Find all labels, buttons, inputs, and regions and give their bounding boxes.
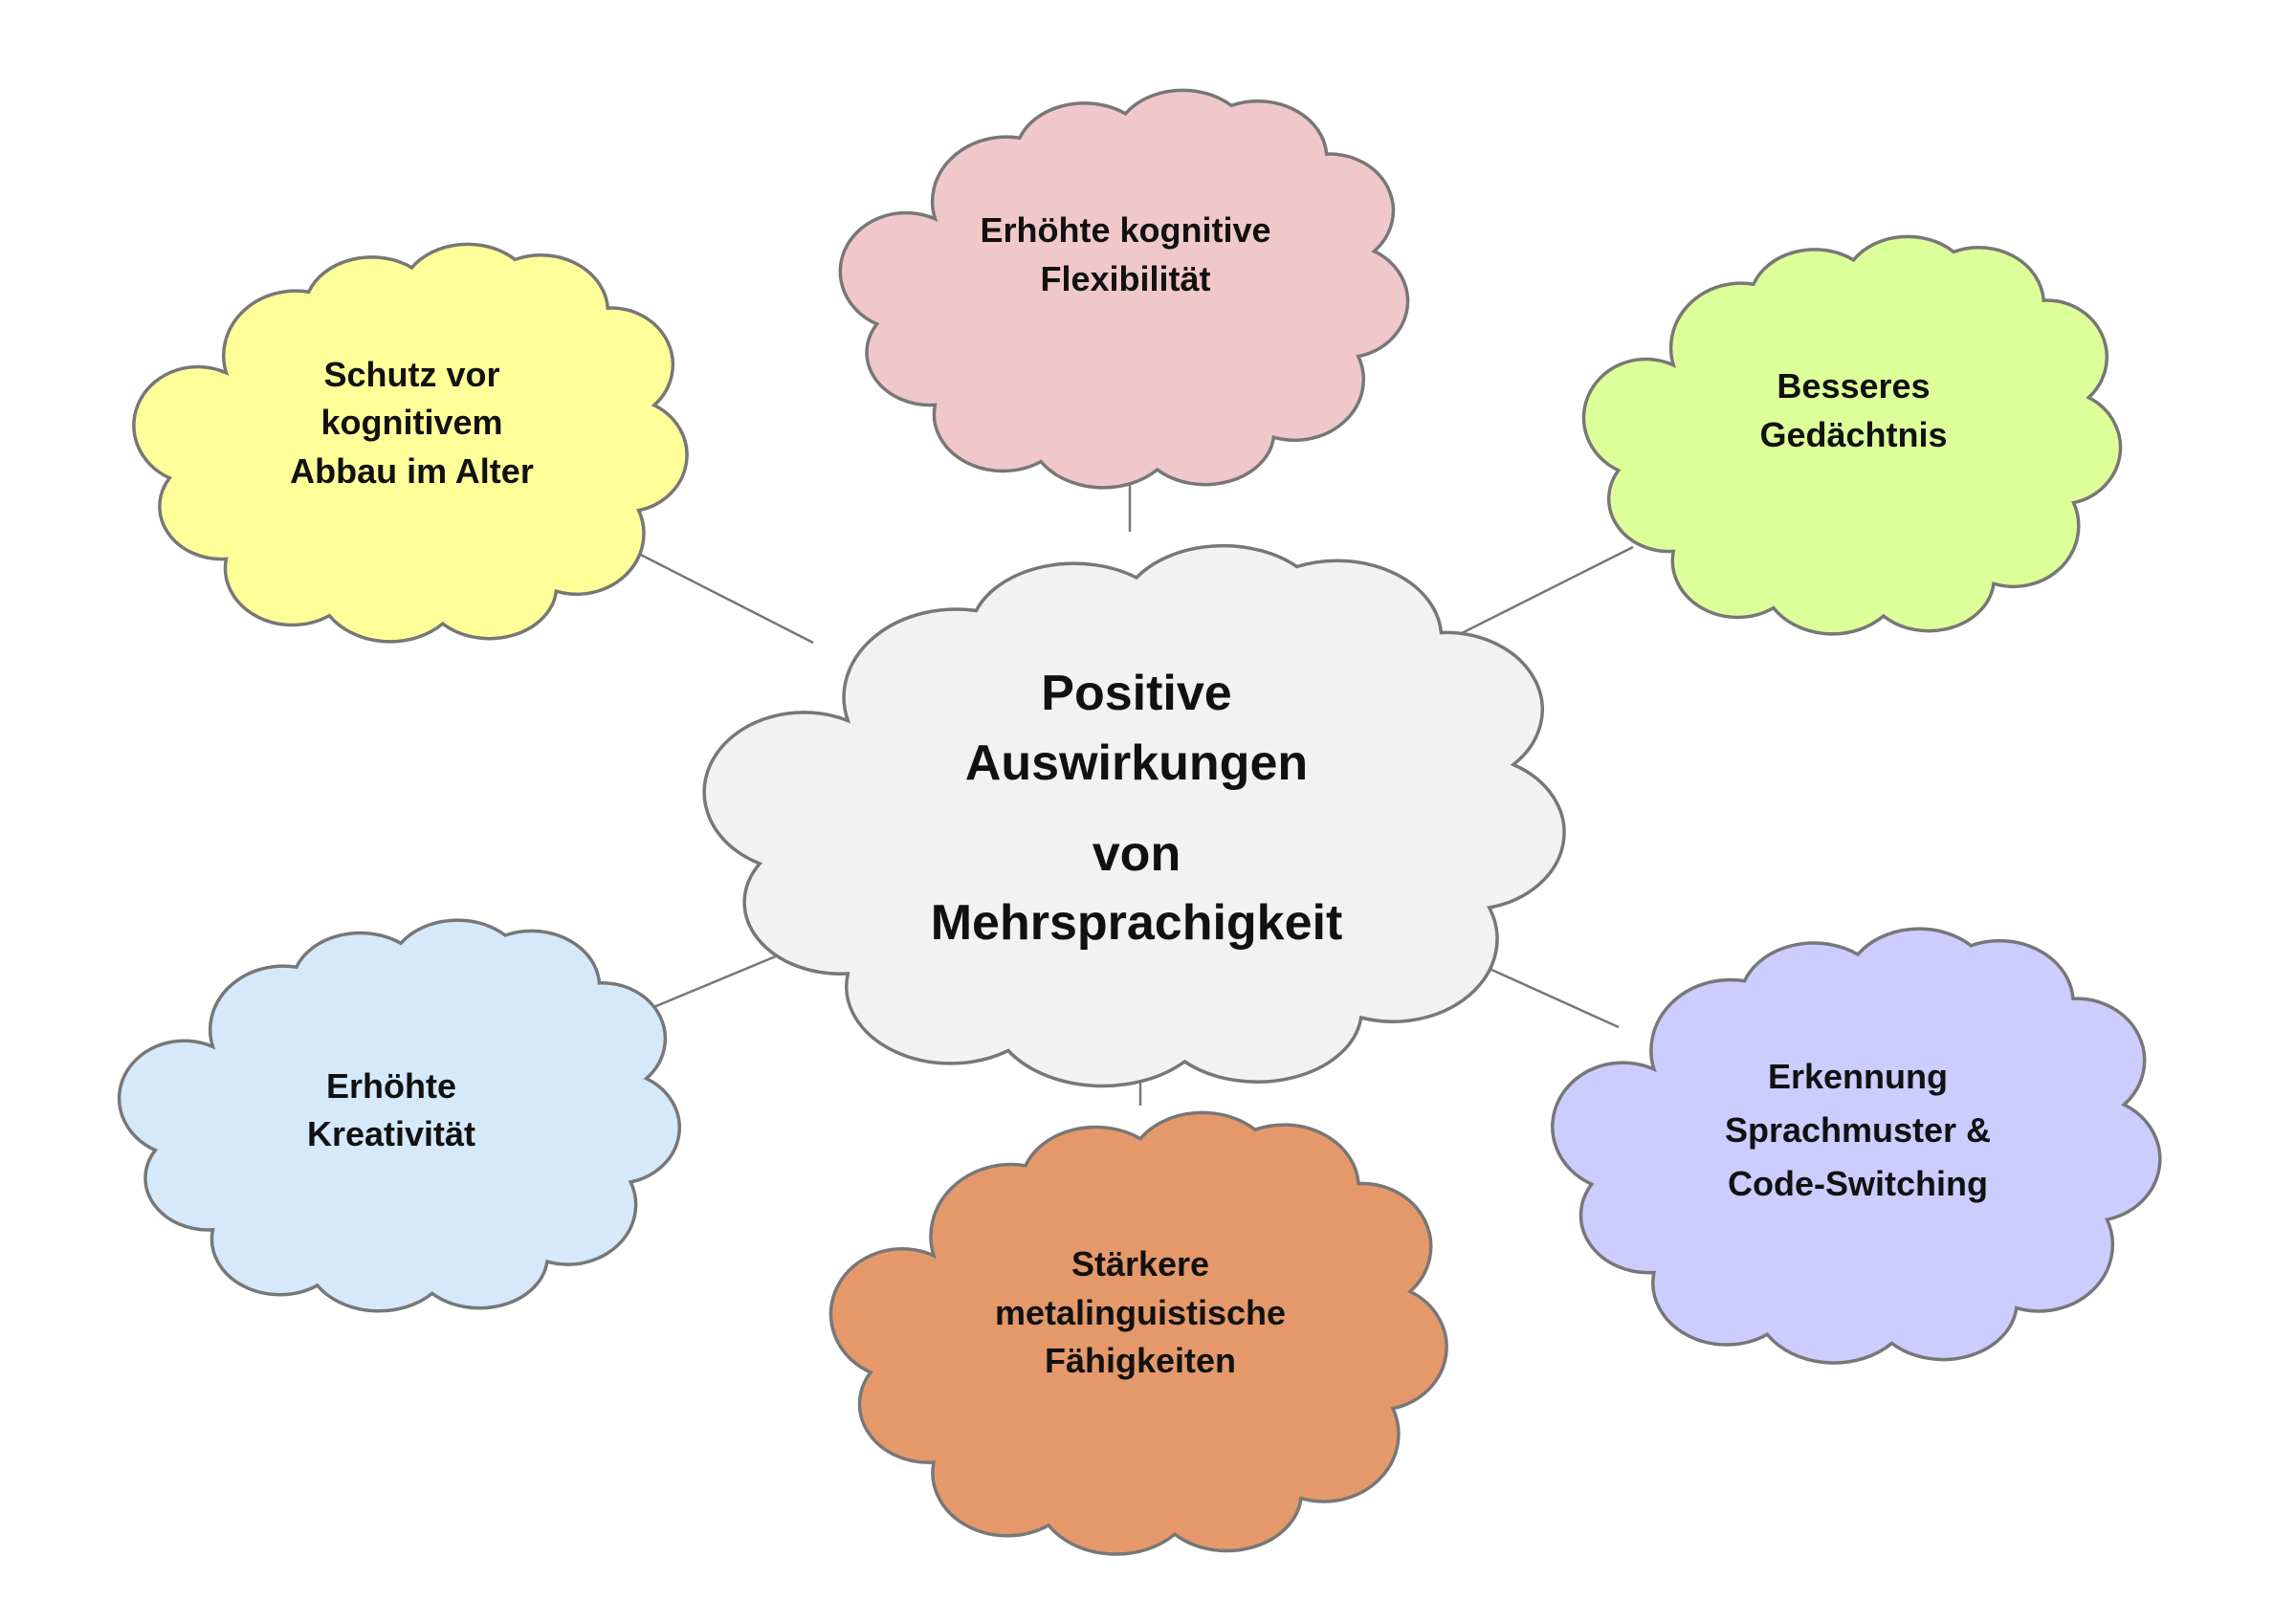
connector-memory	[1453, 545, 1634, 639]
cloud-outline	[704, 546, 1564, 1086]
node-text-line: metalinguistische	[994, 1292, 1287, 1332]
cloud-protection: Schutz vor kognitivem Abbau im Alter	[154, 235, 670, 640]
node-text-line: Fähigkeiten	[1044, 1341, 1237, 1381]
cloud-shape	[853, 1103, 1427, 1552]
cloud-patterns: Erkennung Sprachmuster & Code-Switching	[1575, 919, 2141, 1361]
cloud-shape	[1603, 228, 2104, 632]
cloud-memory: Besseres Gedächtnis	[1603, 228, 2104, 632]
cloud-outline	[1583, 236, 2120, 634]
node-text-line: kognitivem	[320, 403, 503, 443]
center-title-line-2: Auswirkungen	[964, 735, 1309, 791]
node-text-line: Sprachmuster &	[1724, 1110, 1992, 1151]
center-title-line-3: von	[1092, 825, 1181, 882]
cloud-shape	[736, 534, 1537, 1084]
node-text-line: Stärkere	[1071, 1244, 1210, 1284]
cloud-shape	[861, 81, 1390, 486]
cloud-shape	[154, 235, 670, 640]
node-text-line: Flexibilität	[1040, 258, 1211, 298]
cloud-shape	[1575, 919, 2141, 1361]
cloud-outline	[840, 90, 1407, 488]
connector-protection	[629, 547, 814, 645]
cloud-outline	[830, 1112, 1446, 1554]
connector-creativity	[651, 947, 795, 1010]
node-text-line: Abbau im Alter	[290, 450, 534, 491]
cloud-flexibility: Erhöhte kognitive Flexibilität	[861, 81, 1390, 486]
cloud-outline	[120, 920, 680, 1311]
center-title-line-1: Positive	[1041, 665, 1232, 721]
center-title-line-4: Mehrsprachigkeit	[930, 895, 1343, 952]
cloud-metalinguistic: Stärkere metalinguistische Fähigkeiten	[853, 1103, 1427, 1552]
connector-patterns	[1468, 957, 1620, 1029]
node-text-line: Besseres	[1777, 366, 1931, 406]
cloud-outline	[1553, 929, 2160, 1363]
node-text-line: Gedächtnis	[1759, 414, 1948, 454]
central-cloud: Positive Auswirkungen von Mehrsprachigke…	[736, 534, 1537, 1084]
node-text-line: Schutz vor	[323, 354, 500, 394]
node-text-line: Erhöhte kognitive	[980, 210, 1271, 251]
node-text-line: Erhöhte	[325, 1065, 456, 1106]
cloud-outline	[134, 244, 687, 642]
node-text-line: Kreativität	[306, 1114, 476, 1153]
cloud-creativity: Erhöhte Kreativität	[140, 911, 662, 1309]
node-text-line: Code-Switching	[1728, 1163, 1988, 1203]
node-text-line: Erkennung	[1767, 1057, 1948, 1097]
cloud-shape	[140, 911, 662, 1309]
